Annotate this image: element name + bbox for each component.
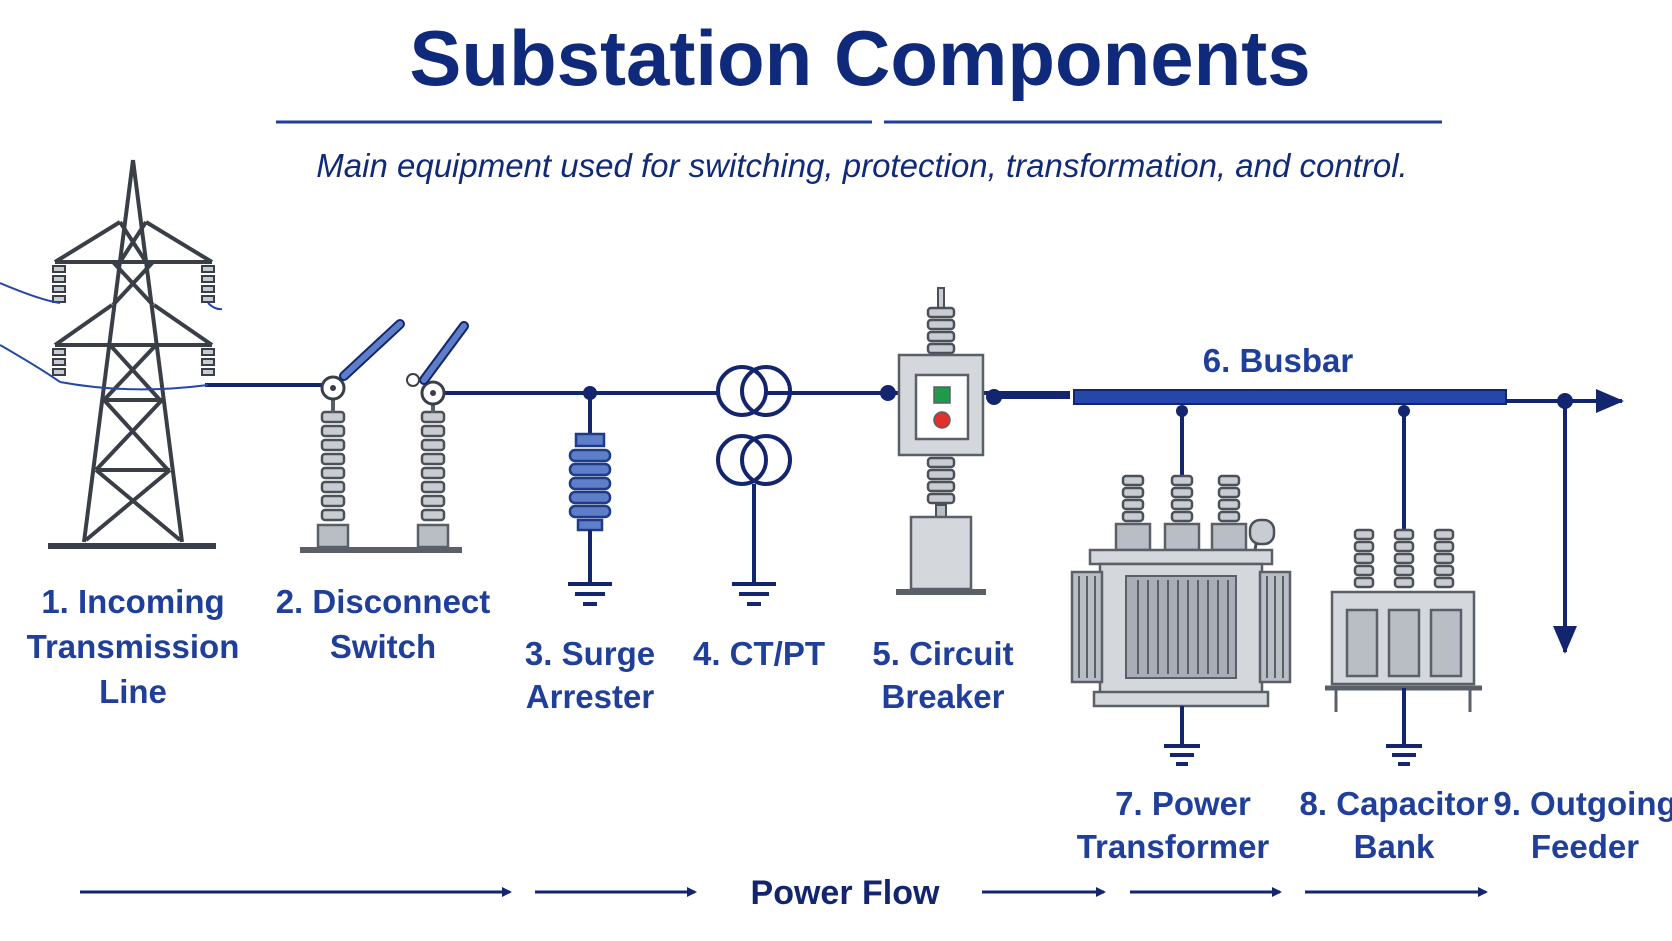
label-8-line1: 8. Capacitor bbox=[1300, 785, 1489, 822]
label-4-line1: 4. CT/PT bbox=[693, 635, 825, 672]
label-9-line1: 9. Outgoing bbox=[1493, 785, 1672, 822]
circuit-breaker-icon bbox=[880, 287, 1070, 595]
page-title: Substation Components bbox=[409, 14, 1310, 102]
subtitle: Main equipment used for switching, prote… bbox=[316, 147, 1407, 184]
label-9-line2: Feeder bbox=[1531, 828, 1639, 865]
label-7-line1: 7. Power bbox=[1115, 785, 1251, 822]
power-flow-label: Power Flow bbox=[751, 874, 940, 912]
label-6-line1: 6. Busbar bbox=[1203, 342, 1354, 379]
ct-pt-icon bbox=[716, 365, 792, 606]
label-3-line2: Arrester bbox=[526, 678, 655, 715]
label-7-line2: Transformer bbox=[1077, 828, 1270, 865]
label-2-line2: Switch bbox=[330, 628, 436, 665]
power-transformer-icon bbox=[1070, 405, 1292, 766]
capacitor-bank-icon bbox=[1325, 405, 1482, 766]
busbar-icon bbox=[1073, 389, 1624, 413]
label-1-line1: 1. Incoming bbox=[41, 583, 224, 620]
label-1-line3: Line bbox=[99, 673, 167, 710]
transmission-tower-icon bbox=[0, 159, 223, 549]
label-8-line2: Bank bbox=[1354, 828, 1435, 865]
disconnect-switch-icon bbox=[300, 319, 469, 553]
label-2-line1: 2. Disconnect bbox=[276, 583, 491, 620]
label-5-line1: 5. Circuit bbox=[872, 635, 1013, 672]
label-1-line2: Transmission bbox=[27, 628, 240, 665]
label-3-line1: 3. Surge bbox=[525, 635, 655, 672]
label-5-line2: Breaker bbox=[882, 678, 1005, 715]
surge-arrester-icon bbox=[568, 386, 612, 606]
